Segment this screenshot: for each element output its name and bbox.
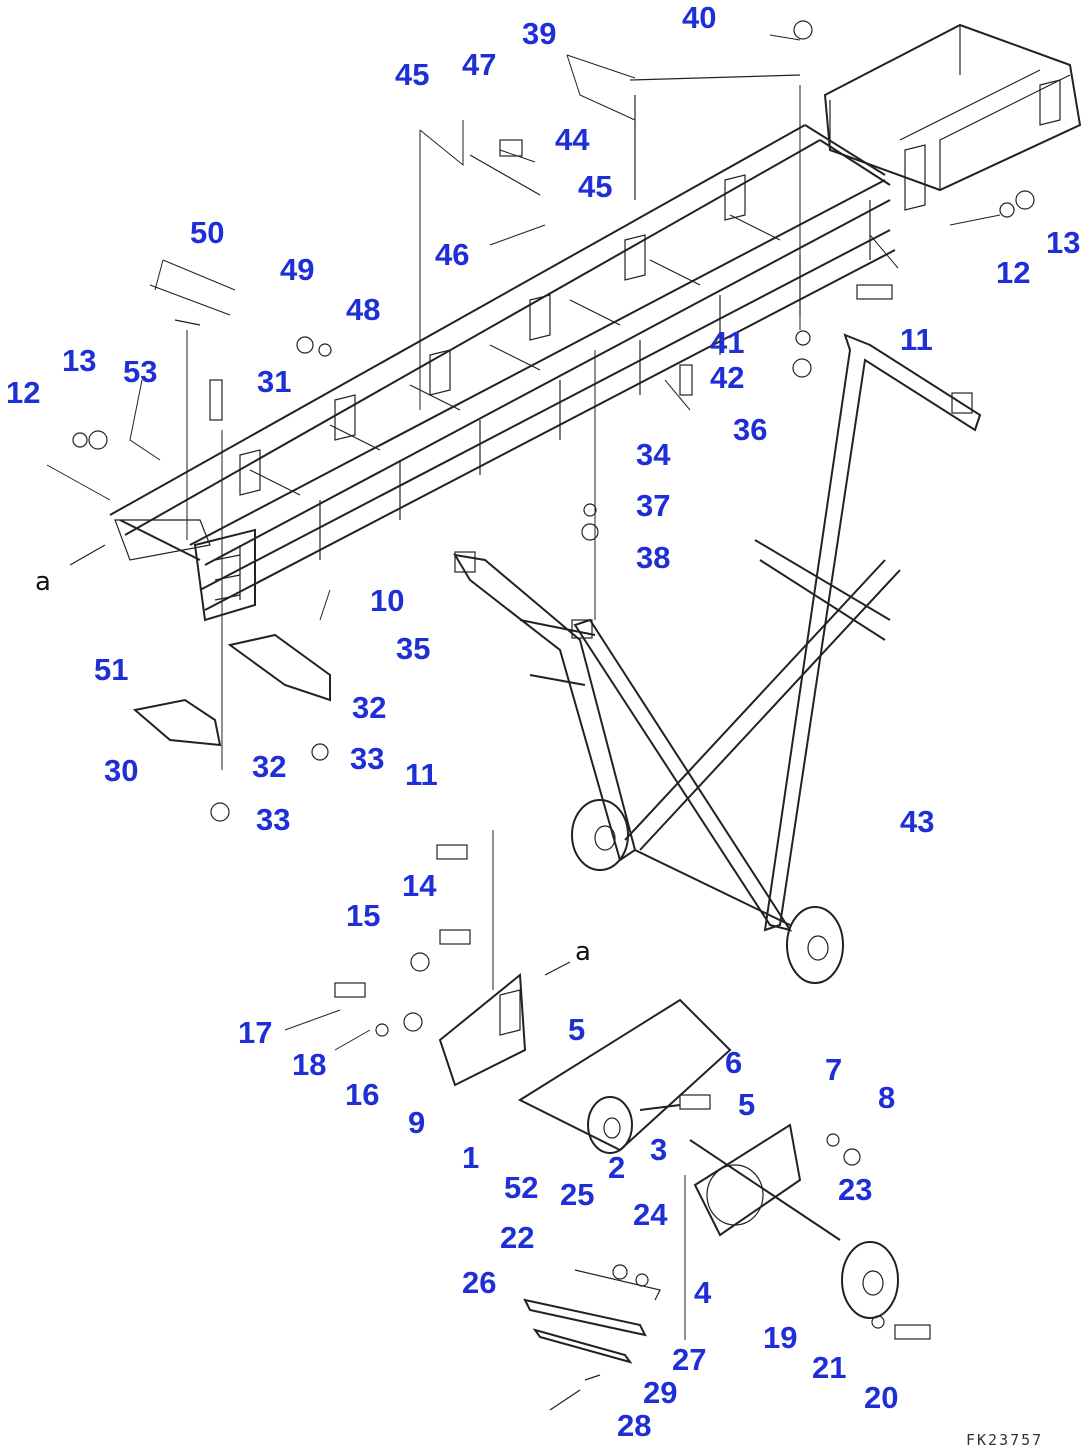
connection-mark-a-right: a bbox=[575, 937, 591, 967]
callout-36: 36 bbox=[733, 412, 767, 447]
frame-extension bbox=[823, 23, 1082, 211]
callout-18: 18 bbox=[292, 1047, 326, 1082]
callout-1: 1 bbox=[462, 1140, 479, 1175]
support-stand bbox=[453, 333, 982, 984]
callout-53: 53 bbox=[123, 354, 157, 389]
callout-45a: 45 bbox=[395, 57, 429, 92]
callout-7: 7 bbox=[825, 1052, 842, 1087]
leader-lines bbox=[46, 34, 1001, 1340]
callout-32a: 32 bbox=[352, 690, 386, 725]
callout-49: 49 bbox=[280, 252, 314, 287]
callout-9: 9 bbox=[408, 1105, 425, 1140]
connection-mark-a-left: a bbox=[35, 567, 51, 597]
callout-12b: 12 bbox=[996, 255, 1030, 290]
conveyor-frame bbox=[109, 124, 896, 622]
callout-30: 30 bbox=[104, 753, 138, 788]
callout-25: 25 bbox=[560, 1177, 594, 1212]
callout-29: 29 bbox=[643, 1375, 677, 1410]
callout-16: 16 bbox=[345, 1077, 379, 1112]
callout-48: 48 bbox=[346, 292, 380, 327]
callout-24: 24 bbox=[633, 1197, 668, 1232]
tail-assembly bbox=[132, 633, 899, 1364]
callout-12a: 12 bbox=[6, 375, 40, 410]
callout-20: 20 bbox=[864, 1380, 898, 1415]
callout-52: 52 bbox=[504, 1170, 538, 1205]
callout-39: 39 bbox=[522, 16, 556, 51]
callout-13b: 13 bbox=[1046, 225, 1080, 260]
drawing-code: FK23757 bbox=[966, 1431, 1043, 1449]
callout-41: 41 bbox=[710, 325, 744, 360]
callout-21: 21 bbox=[812, 1350, 846, 1385]
callout-28: 28 bbox=[617, 1408, 651, 1443]
callout-32b: 32 bbox=[252, 749, 286, 784]
callout-33a: 33 bbox=[350, 741, 384, 776]
callout-15: 15 bbox=[346, 898, 380, 933]
callout-5b: 5 bbox=[738, 1087, 755, 1122]
callout-47: 47 bbox=[462, 47, 496, 82]
callout-27: 27 bbox=[672, 1342, 706, 1377]
callout-8: 8 bbox=[878, 1080, 895, 1115]
callout-11a: 11 bbox=[900, 322, 933, 357]
callout-26: 26 bbox=[462, 1265, 496, 1300]
callout-51: 51 bbox=[94, 652, 128, 687]
fasteners bbox=[72, 20, 1035, 1411]
callout-37: 37 bbox=[636, 488, 670, 523]
callout-44: 44 bbox=[555, 122, 590, 157]
callout-labels: 1 2 3 4 5 5 6 7 8 9 10 11 11 12 12 13 13… bbox=[6, 0, 1080, 1443]
callout-31: 31 bbox=[257, 364, 291, 399]
callout-46: 46 bbox=[435, 237, 469, 272]
connection-arrows bbox=[69, 544, 571, 976]
callout-22: 22 bbox=[500, 1220, 534, 1255]
callout-50: 50 bbox=[190, 215, 224, 250]
callout-38: 38 bbox=[636, 540, 670, 575]
callout-33b: 33 bbox=[256, 802, 290, 837]
callout-35: 35 bbox=[396, 631, 430, 666]
callout-6: 6 bbox=[725, 1045, 742, 1080]
callout-2: 2 bbox=[608, 1150, 625, 1185]
callout-40: 40 bbox=[682, 0, 716, 35]
callout-17: 17 bbox=[238, 1015, 272, 1050]
callout-13a: 13 bbox=[62, 343, 96, 378]
callout-3: 3 bbox=[650, 1132, 667, 1167]
callout-19: 19 bbox=[763, 1320, 797, 1355]
callout-43: 43 bbox=[900, 804, 934, 839]
callout-4: 4 bbox=[694, 1275, 712, 1310]
callout-45b: 45 bbox=[578, 169, 612, 204]
callout-42: 42 bbox=[710, 360, 744, 395]
callout-14: 14 bbox=[402, 868, 437, 903]
callout-11b: 11 bbox=[405, 757, 438, 792]
callout-5: 5 bbox=[568, 1012, 585, 1047]
callout-23: 23 bbox=[838, 1172, 872, 1207]
callout-34: 34 bbox=[636, 437, 671, 472]
callout-10: 10 bbox=[370, 583, 404, 618]
